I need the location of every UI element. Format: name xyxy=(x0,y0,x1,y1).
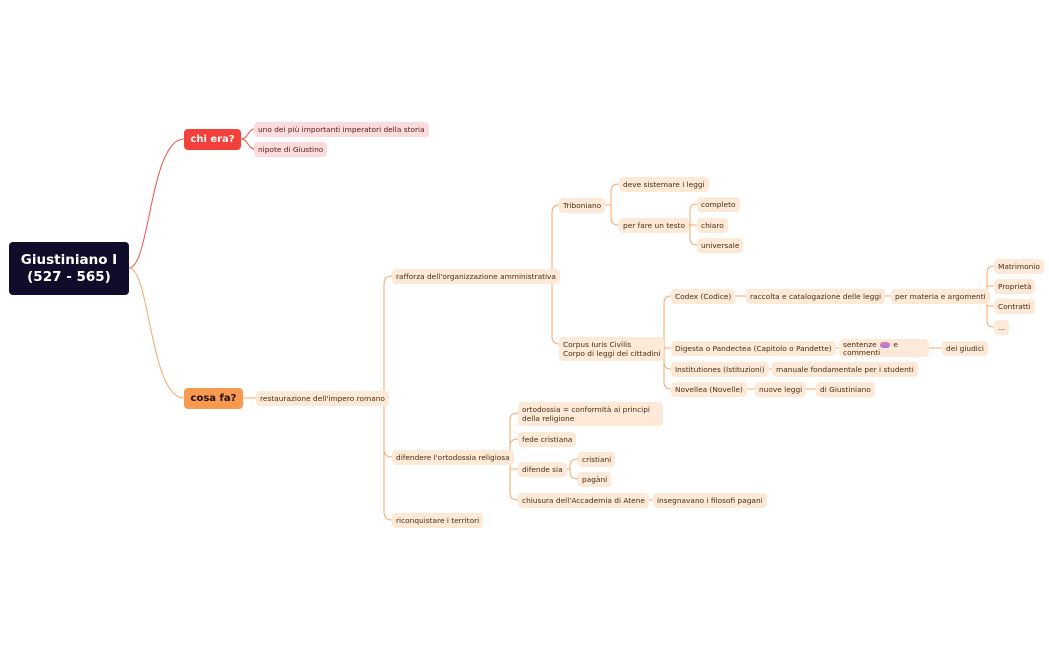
node-ortodossia[interactable]: ortodossia = conformità ai principi dell… xyxy=(518,402,663,426)
node-deve-sistemare[interactable]: deve sistemare i leggi xyxy=(619,177,709,192)
connector-line xyxy=(509,457,519,501)
topic-chi-era[interactable]: chi era? xyxy=(184,129,241,150)
node-nuove-leggi[interactable]: nuove leggi xyxy=(755,382,807,397)
node-novellea[interactable]: Novellea (Novelle) xyxy=(671,382,747,397)
node-universale[interactable]: universale xyxy=(697,238,744,253)
node-codex[interactable]: Codex (Codice) xyxy=(671,289,736,304)
sentenze-text: sentenze xyxy=(843,340,877,349)
node-institutiones[interactable]: Institutiones (Istituzioni) xyxy=(671,362,769,377)
node-sentenze[interactable]: sentenze e commenti xyxy=(839,339,929,357)
connector-line xyxy=(128,267,185,399)
connector-line xyxy=(986,296,995,328)
connector-line xyxy=(509,438,519,457)
node-chiaro[interactable]: chiaro xyxy=(697,218,728,233)
connector-line xyxy=(663,351,672,390)
node-insegnavano[interactable]: insegnavano i filosofi pagani xyxy=(653,493,767,508)
node-nipote[interactable]: nipote di Giustino xyxy=(254,142,328,157)
connector-line xyxy=(569,469,579,480)
topic-cosa-fa[interactable]: cosa fa? xyxy=(184,388,243,409)
corpus-subtitle: Corpo di leggi dei cittadini xyxy=(563,349,661,358)
node-pagani[interactable]: pagàni xyxy=(578,472,612,487)
root-topic[interactable]: Giustiniano I(527 - 565) xyxy=(9,242,129,295)
connector-line xyxy=(383,398,393,521)
connector-line xyxy=(240,128,256,140)
node-contratti[interactable]: Contratti xyxy=(994,299,1035,314)
node-riconquistare[interactable]: riconquistare i territori xyxy=(392,513,484,528)
connector-line xyxy=(551,276,560,345)
connector-line xyxy=(663,347,671,351)
node-matrimonio[interactable]: Matrimonio xyxy=(994,259,1044,274)
connector-line xyxy=(128,138,185,269)
node-ellipsis[interactable]: ... xyxy=(994,320,1010,335)
connector-line xyxy=(551,204,560,276)
node-chiusura[interactable]: chiusura dell'Accademia di Atene xyxy=(518,493,649,508)
connector-line xyxy=(663,295,672,351)
connector-line xyxy=(569,458,579,469)
sentenze-and: e xyxy=(893,340,898,349)
connector-line xyxy=(610,205,620,226)
connector-line xyxy=(689,225,698,246)
root-title: Giustiniano I xyxy=(20,251,118,268)
connector-line xyxy=(610,183,620,205)
node-difende-sia[interactable]: difende sia xyxy=(518,462,567,477)
node-raccolta[interactable]: raccolta e catalogazione delle leggi xyxy=(746,289,886,304)
node-digesta[interactable]: Digesta o Pandectea (Capitolo o Pandette… xyxy=(671,341,836,356)
connector-line xyxy=(383,275,393,398)
node-restaurazione[interactable]: restaurazione dell'impero romano xyxy=(256,391,389,406)
node-rafforza[interactable]: rafforza dell'organizzazione amministrat… xyxy=(392,269,560,284)
corpus-title: Corpus Iuris Civilis xyxy=(563,340,632,349)
connector-line xyxy=(509,412,519,457)
sentenze-commenti: commenti xyxy=(843,348,881,357)
root-dates: (527 - 565) xyxy=(27,268,111,285)
node-giudici[interactable]: dei giudici xyxy=(942,341,988,356)
node-di-giustiniano[interactable]: di Giustiniano xyxy=(816,382,875,397)
node-per-fare[interactable]: per fare un testo xyxy=(619,218,689,233)
node-difendere[interactable]: difendere l'ortodossia religiosa xyxy=(392,450,514,465)
node-triboniano[interactable]: Triboniano xyxy=(559,198,606,213)
node-proprieta[interactable]: Proprietà xyxy=(994,279,1036,294)
connector-line xyxy=(383,398,393,458)
node-completo[interactable]: completo xyxy=(697,197,740,212)
connector-line xyxy=(240,138,256,150)
node-imperatore[interactable]: uno dei più importanti imperatori della … xyxy=(254,122,429,137)
node-manuale[interactable]: manuale fondamentale per i studenti xyxy=(772,362,918,377)
connector-line xyxy=(663,351,672,370)
lips-emoji-icon xyxy=(880,342,890,348)
connector-line xyxy=(986,265,995,296)
node-cristiani[interactable]: cristiani xyxy=(578,452,616,467)
node-fede-cristiana[interactable]: fede cristiana xyxy=(518,432,577,447)
node-per-materia[interactable]: per materia e argomenti xyxy=(891,289,990,304)
connector-line xyxy=(689,203,698,225)
